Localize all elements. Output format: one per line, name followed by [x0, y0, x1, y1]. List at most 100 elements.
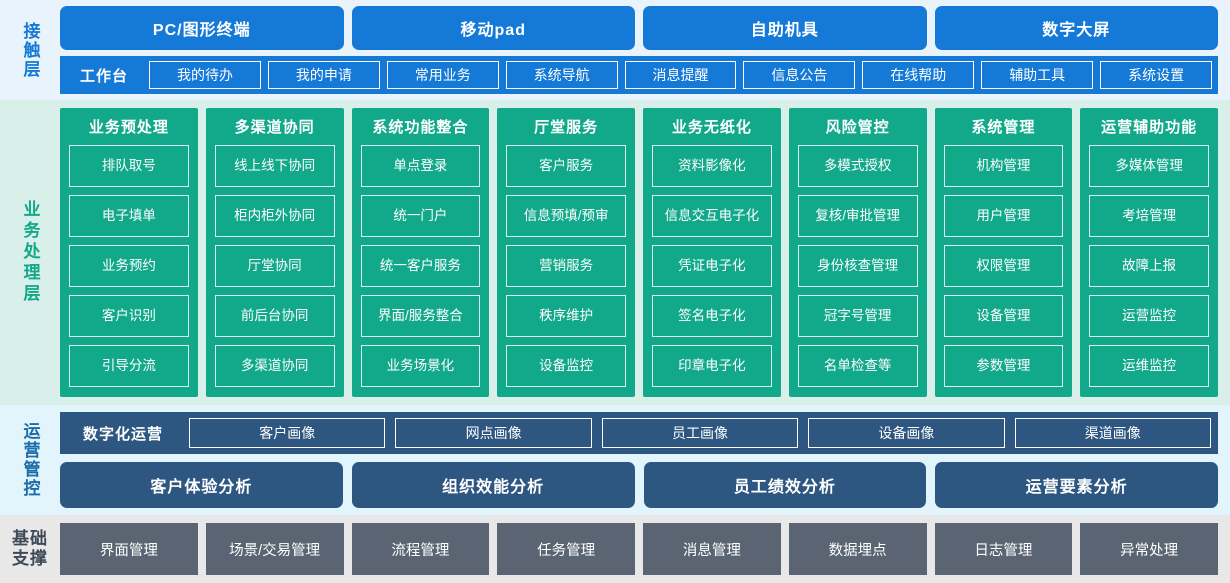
portrait-employee[interactable]: 员工画像	[601, 418, 799, 448]
workbench-label: 工作台	[80, 67, 129, 85]
business-cell[interactable]: 多媒体管理	[1089, 145, 1209, 187]
business-layer-band: 业务处理层 业务预处理 排队取号 电子填单 业务预约 客户识别 引导分流 多渠道…	[0, 100, 1230, 405]
business-cell[interactable]: 机构管理	[943, 145, 1064, 187]
foundation-item-ui-management[interactable]: 界面管理	[60, 523, 198, 575]
column-title: 运营辅助功能	[1101, 119, 1198, 136]
business-cell[interactable]: 统一门户	[360, 195, 481, 237]
business-cell[interactable]: 柜内柜外协同	[214, 195, 335, 237]
business-cell[interactable]: 业务预约	[69, 245, 189, 287]
business-cell[interactable]: 冠字号管理	[797, 295, 918, 337]
business-cell[interactable]: 身份核查管理	[797, 245, 918, 287]
column-items: 资料影像化 信息交互电子化 凭证电子化 签名电子化 印章电子化	[652, 145, 772, 387]
workbench-item-my-todo[interactable]: 我的待办	[149, 61, 261, 89]
business-cell[interactable]: 营销服务	[506, 245, 626, 287]
column-items: 单点登录 统一门户 统一客户服务 界面/服务整合 业务场景化	[360, 145, 481, 387]
business-cell[interactable]: 设备管理	[943, 295, 1064, 337]
workbench-item-online-help[interactable]: 在线帮助	[862, 61, 975, 89]
business-cell[interactable]: 用户管理	[943, 195, 1064, 237]
business-cell[interactable]: 前后台协同	[214, 295, 335, 337]
business-cell[interactable]: 权限管理	[943, 245, 1064, 287]
foundation-layer-band: 基础 支撑 界面管理 场景/交易管理 流程管理 任务管理 消息管理 数据埋点 日…	[0, 515, 1230, 583]
foundation-item-message-management[interactable]: 消息管理	[643, 523, 781, 575]
workbench-item-common-business[interactable]: 常用业务	[386, 61, 499, 89]
foundation-items: 界面管理 场景/交易管理 流程管理 任务管理 消息管理 数据埋点 日志管理 异常…	[60, 523, 1218, 575]
channel-button-pc[interactable]: PC/图形终端	[60, 6, 344, 50]
workbench-item-auxiliary-tools[interactable]: 辅助工具	[981, 61, 1094, 89]
business-cell[interactable]: 线上线下协同	[214, 145, 335, 187]
business-column-system-management: 系统管理 机构管理 用户管理 权限管理 设备管理 参数管理	[934, 108, 1073, 397]
business-cell[interactable]: 名单检查等	[797, 345, 918, 387]
column-title: 厅堂服务	[534, 119, 599, 136]
business-column-preprocessing: 业务预处理 排队取号 电子填单 业务预约 客户识别 引导分流	[60, 108, 198, 397]
foundation-layer-label: 基础 支撑	[0, 523, 60, 575]
business-cell[interactable]: 电子填单	[69, 195, 189, 237]
portrait-customer[interactable]: 客户画像	[189, 418, 386, 448]
business-cell[interactable]: 参数管理	[943, 345, 1064, 387]
workbench-item-message-reminder[interactable]: 消息提醒	[624, 61, 737, 89]
foundation-layer-body: 界面管理 场景/交易管理 流程管理 任务管理 消息管理 数据埋点 日志管理 异常…	[60, 523, 1218, 575]
business-cell[interactable]: 印章电子化	[652, 345, 772, 387]
workbench-item-system-settings[interactable]: 系统设置	[1100, 61, 1213, 89]
business-cell[interactable]: 客户服务	[506, 145, 626, 187]
portrait-device[interactable]: 设备画像	[808, 418, 1005, 448]
business-cell[interactable]: 运营监控	[1089, 295, 1209, 337]
digital-operations-label: 数字化运营	[83, 425, 164, 443]
channel-button-mobile-pad[interactable]: 移动pad	[351, 6, 635, 50]
analysis-organization-efficiency[interactable]: 组织效能分析	[351, 462, 635, 508]
foundation-item-task-management[interactable]: 任务管理	[497, 523, 635, 575]
business-column-risk-control: 风险管控 多模式授权 复核/审批管理 身份核查管理 冠字号管理 名单检查等	[788, 108, 927, 397]
operations-layer-body: 数字化运营 客户画像 网点画像 员工画像 设备画像 渠道画像 客户体验分析 组织…	[60, 412, 1218, 508]
business-layer-label: 业务处理层	[20, 200, 40, 305]
column-title: 业务无纸化	[671, 119, 752, 136]
contact-layer-body: PC/图形终端 移动pad 自助机具 数字大屏 工作台 我的待办 我的申请 常用…	[60, 6, 1218, 94]
business-cell[interactable]: 考培管理	[1089, 195, 1209, 237]
business-cell[interactable]: 厅堂协同	[214, 245, 335, 287]
workbench-item-information-bulletin[interactable]: 信息公告	[743, 61, 856, 89]
business-cell[interactable]: 秩序维护	[506, 295, 626, 337]
foundation-item-log-management[interactable]: 日志管理	[934, 523, 1073, 575]
workbench-row: 工作台 我的待办 我的申请 常用业务 系统导航 消息提醒 信息公告 在线帮助 辅…	[60, 56, 1218, 94]
business-cell[interactable]: 界面/服务整合	[360, 295, 481, 337]
analysis-operation-factor[interactable]: 运营要素分析	[935, 462, 1218, 508]
foundation-item-data-tracking[interactable]: 数据埋点	[788, 523, 927, 575]
foundation-item-scenario-transaction[interactable]: 场景/交易管理	[205, 523, 344, 575]
business-column-system-integration: 系统功能整合 单点登录 统一门户 统一客户服务 界面/服务整合 业务场景化	[351, 108, 490, 397]
business-cell[interactable]: 运维监控	[1089, 345, 1209, 387]
business-cell[interactable]: 故障上报	[1089, 245, 1209, 287]
analysis-employee-performance[interactable]: 员工绩效分析	[643, 462, 927, 508]
business-column-paperless: 业务无纸化 资料影像化 信息交互电子化 凭证电子化 签名电子化 印章电子化	[643, 108, 781, 397]
business-cell[interactable]: 多模式授权	[797, 145, 918, 187]
business-cell[interactable]: 资料影像化	[652, 145, 772, 187]
business-layer-body: 业务预处理 排队取号 电子填单 业务预约 客户识别 引导分流 多渠道协同 线上线…	[60, 108, 1218, 397]
business-cell[interactable]: 设备监控	[506, 345, 626, 387]
workbench-item-my-application[interactable]: 我的申请	[267, 61, 380, 89]
business-column-lobby-service: 厅堂服务 客户服务 信息预填/预审 营销服务 秩序维护 设备监控	[497, 108, 635, 397]
workbench-item-system-navigation[interactable]: 系统导航	[505, 61, 618, 89]
portrait-channel[interactable]: 渠道画像	[1014, 418, 1211, 448]
business-cell[interactable]: 凭证电子化	[652, 245, 772, 287]
column-title: 系统功能整合	[372, 119, 469, 136]
business-cell[interactable]: 业务场景化	[360, 345, 481, 387]
business-cell[interactable]: 签名电子化	[652, 295, 772, 337]
foundation-item-process-management[interactable]: 流程管理	[351, 523, 490, 575]
channel-button-digital-screen[interactable]: 数字大屏	[934, 6, 1218, 50]
column-title: 多渠道协同	[234, 119, 315, 136]
business-cell[interactable]: 复核/审批管理	[797, 195, 918, 237]
business-cell[interactable]: 信息预填/预审	[506, 195, 626, 237]
foundation-item-exception-handling[interactable]: 异常处理	[1080, 523, 1218, 575]
contact-layer-band: 接触层 PC/图形终端 移动pad 自助机具 数字大屏 工作台 我的待办 我的申…	[0, 0, 1230, 100]
business-cell[interactable]: 单点登录	[360, 145, 481, 187]
analysis-customer-experience[interactable]: 客户体验分析	[60, 462, 343, 508]
business-cell[interactable]: 信息交互电子化	[652, 195, 772, 237]
business-columns: 业务预处理 排队取号 电子填单 业务预约 客户识别 引导分流 多渠道协同 线上线…	[60, 108, 1218, 397]
business-column-multichannel: 多渠道协同 线上线下协同 柜内柜外协同 厅堂协同 前后台协同 多渠道协同	[205, 108, 344, 397]
portrait-branch[interactable]: 网点画像	[395, 418, 592, 448]
business-cell[interactable]: 排队取号	[69, 145, 189, 187]
operations-layer-band: 运营管控 数字化运营 客户画像 网点画像 员工画像 设备画像 渠道画像 客户体验…	[0, 405, 1230, 515]
channel-button-self-service[interactable]: 自助机具	[643, 6, 927, 50]
business-cell[interactable]: 多渠道协同	[214, 345, 335, 387]
business-cell[interactable]: 引导分流	[69, 345, 189, 387]
business-cell[interactable]: 客户识别	[69, 295, 189, 337]
business-cell[interactable]: 统一客户服务	[360, 245, 481, 287]
column-items: 机构管理 用户管理 权限管理 设备管理 参数管理	[943, 145, 1064, 387]
